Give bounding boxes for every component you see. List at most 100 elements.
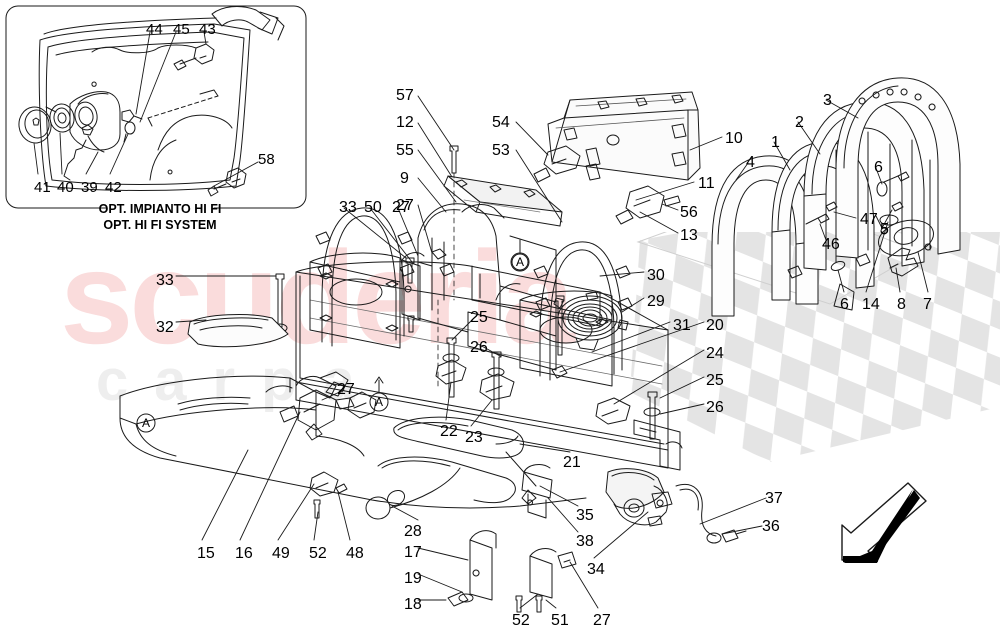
part-label-56: 56 xyxy=(680,204,698,221)
part-label-33: 33 xyxy=(339,199,357,216)
part-label-49: 49 xyxy=(272,545,290,562)
screw-57 xyxy=(449,145,459,174)
part-label-26: 26 xyxy=(706,399,724,416)
part-label-15: 15 xyxy=(197,545,215,562)
inset-clip-58 xyxy=(207,167,247,197)
clip-23 xyxy=(479,373,515,401)
screw-30 xyxy=(555,295,565,356)
part-label-42: 42 xyxy=(105,179,122,196)
part-label-13: 13 xyxy=(680,227,698,244)
part-label-53: 53 xyxy=(492,142,510,159)
inset-box-border xyxy=(5,5,307,209)
part-label-9: 9 xyxy=(400,170,409,187)
part-label-20: 20 xyxy=(706,317,724,334)
part-label-43: 43 xyxy=(199,21,216,38)
lever-8 xyxy=(887,247,919,277)
speaker-29 xyxy=(553,291,629,351)
part-label-52: 52 xyxy=(309,545,327,562)
part-label-41: 41 xyxy=(34,179,51,196)
part-label-26: 26 xyxy=(470,339,488,356)
bracket-27d xyxy=(347,391,377,419)
callout-a-marks xyxy=(136,239,530,433)
part-label-27: 27 xyxy=(593,612,611,629)
part-label-5: 5 xyxy=(880,221,889,238)
inset-speaker-assembly xyxy=(18,91,143,181)
grommet-31 xyxy=(551,365,568,379)
part-label-25: 25 xyxy=(470,309,488,326)
callout-letter-a: A xyxy=(516,255,525,269)
bracket-17 xyxy=(447,530,497,607)
part-label-36: 36 xyxy=(762,518,780,535)
part-label-55: 55 xyxy=(396,142,414,159)
part-label-17: 17 xyxy=(404,544,422,561)
part-label-30: 30 xyxy=(647,267,665,284)
part-label-8: 8 xyxy=(897,296,906,313)
part-label-45: 45 xyxy=(173,21,190,38)
inset-door-panel xyxy=(38,17,251,191)
inset-caption: OPT. IMPIANTO HI FI OPT. HI FI SYSTEM xyxy=(60,202,260,233)
part-label-19: 19 xyxy=(404,570,422,587)
clip-20-right xyxy=(595,397,631,425)
part-label-27: 27 xyxy=(396,197,414,214)
part-label-6: 6 xyxy=(840,296,849,313)
part-label-35: 35 xyxy=(576,507,594,524)
screw-46-47 xyxy=(805,201,904,225)
part-label-51: 51 xyxy=(551,612,569,629)
bracket-right xyxy=(633,419,683,471)
upper-cover-plate xyxy=(443,175,563,227)
inset-leader-lines xyxy=(33,31,259,187)
callout-letter-a: A xyxy=(142,416,151,430)
part-label-27: 27 xyxy=(392,199,410,216)
bolt-26-center xyxy=(487,351,505,410)
bracket-52-48 xyxy=(309,471,348,519)
part-label-33: 33 xyxy=(156,272,174,289)
part-label-54: 54 xyxy=(492,114,510,131)
part-label-3: 3 xyxy=(823,92,832,109)
part-label-12: 12 xyxy=(396,114,414,131)
part-label-28: 28 xyxy=(404,523,422,540)
part-label-14: 14 xyxy=(862,296,880,313)
part-label-6: 6 xyxy=(874,159,883,176)
cover-32 xyxy=(187,314,289,348)
part-label-22: 22 xyxy=(440,423,458,440)
part-label-29: 29 xyxy=(647,293,665,310)
part-label-32: 32 xyxy=(156,319,174,336)
clip-22 xyxy=(435,359,467,385)
part-label-25: 25 xyxy=(706,372,724,389)
part-label-58: 58 xyxy=(258,151,275,168)
bracket-56-13 xyxy=(615,185,681,225)
lower-trim-panel-15 xyxy=(119,371,587,509)
part-label-2: 2 xyxy=(795,114,804,131)
bracket-35 xyxy=(521,464,553,519)
roll-hoop-tubes xyxy=(315,207,633,381)
bracket-27-left xyxy=(401,252,425,333)
left-pedestal xyxy=(309,252,401,349)
inset-clip-43 xyxy=(173,43,215,71)
screw-14 xyxy=(883,171,910,183)
part-label-39: 39 xyxy=(81,179,98,196)
part-label-23: 23 xyxy=(465,429,483,446)
part-label-40: 40 xyxy=(57,179,74,196)
part-label-16: 16 xyxy=(235,545,253,562)
callout-letter-a: A xyxy=(375,395,384,409)
part-label-47: 47 xyxy=(860,211,878,228)
part-label-4: 4 xyxy=(746,154,755,171)
direction-arrow xyxy=(841,482,927,563)
part-label-18: 18 xyxy=(404,596,422,613)
rear-window-frame xyxy=(547,91,701,181)
roll-hoop-4 xyxy=(711,155,819,317)
part-label-34: 34 xyxy=(587,561,605,578)
strut-lower xyxy=(377,456,516,504)
leader-lines xyxy=(175,95,929,609)
bolt-right-24 xyxy=(643,391,661,440)
part-label-24: 24 xyxy=(706,345,724,362)
inset-bracket xyxy=(211,6,285,41)
inset-caption-it: OPT. IMPIANTO HI FI xyxy=(98,202,222,216)
watermark-scuderia: scuderia xyxy=(60,224,575,371)
part-label-1: 1 xyxy=(771,134,780,151)
screw-50 xyxy=(405,257,415,284)
center-trim-cover xyxy=(417,203,557,371)
bracket-51 xyxy=(515,548,577,613)
